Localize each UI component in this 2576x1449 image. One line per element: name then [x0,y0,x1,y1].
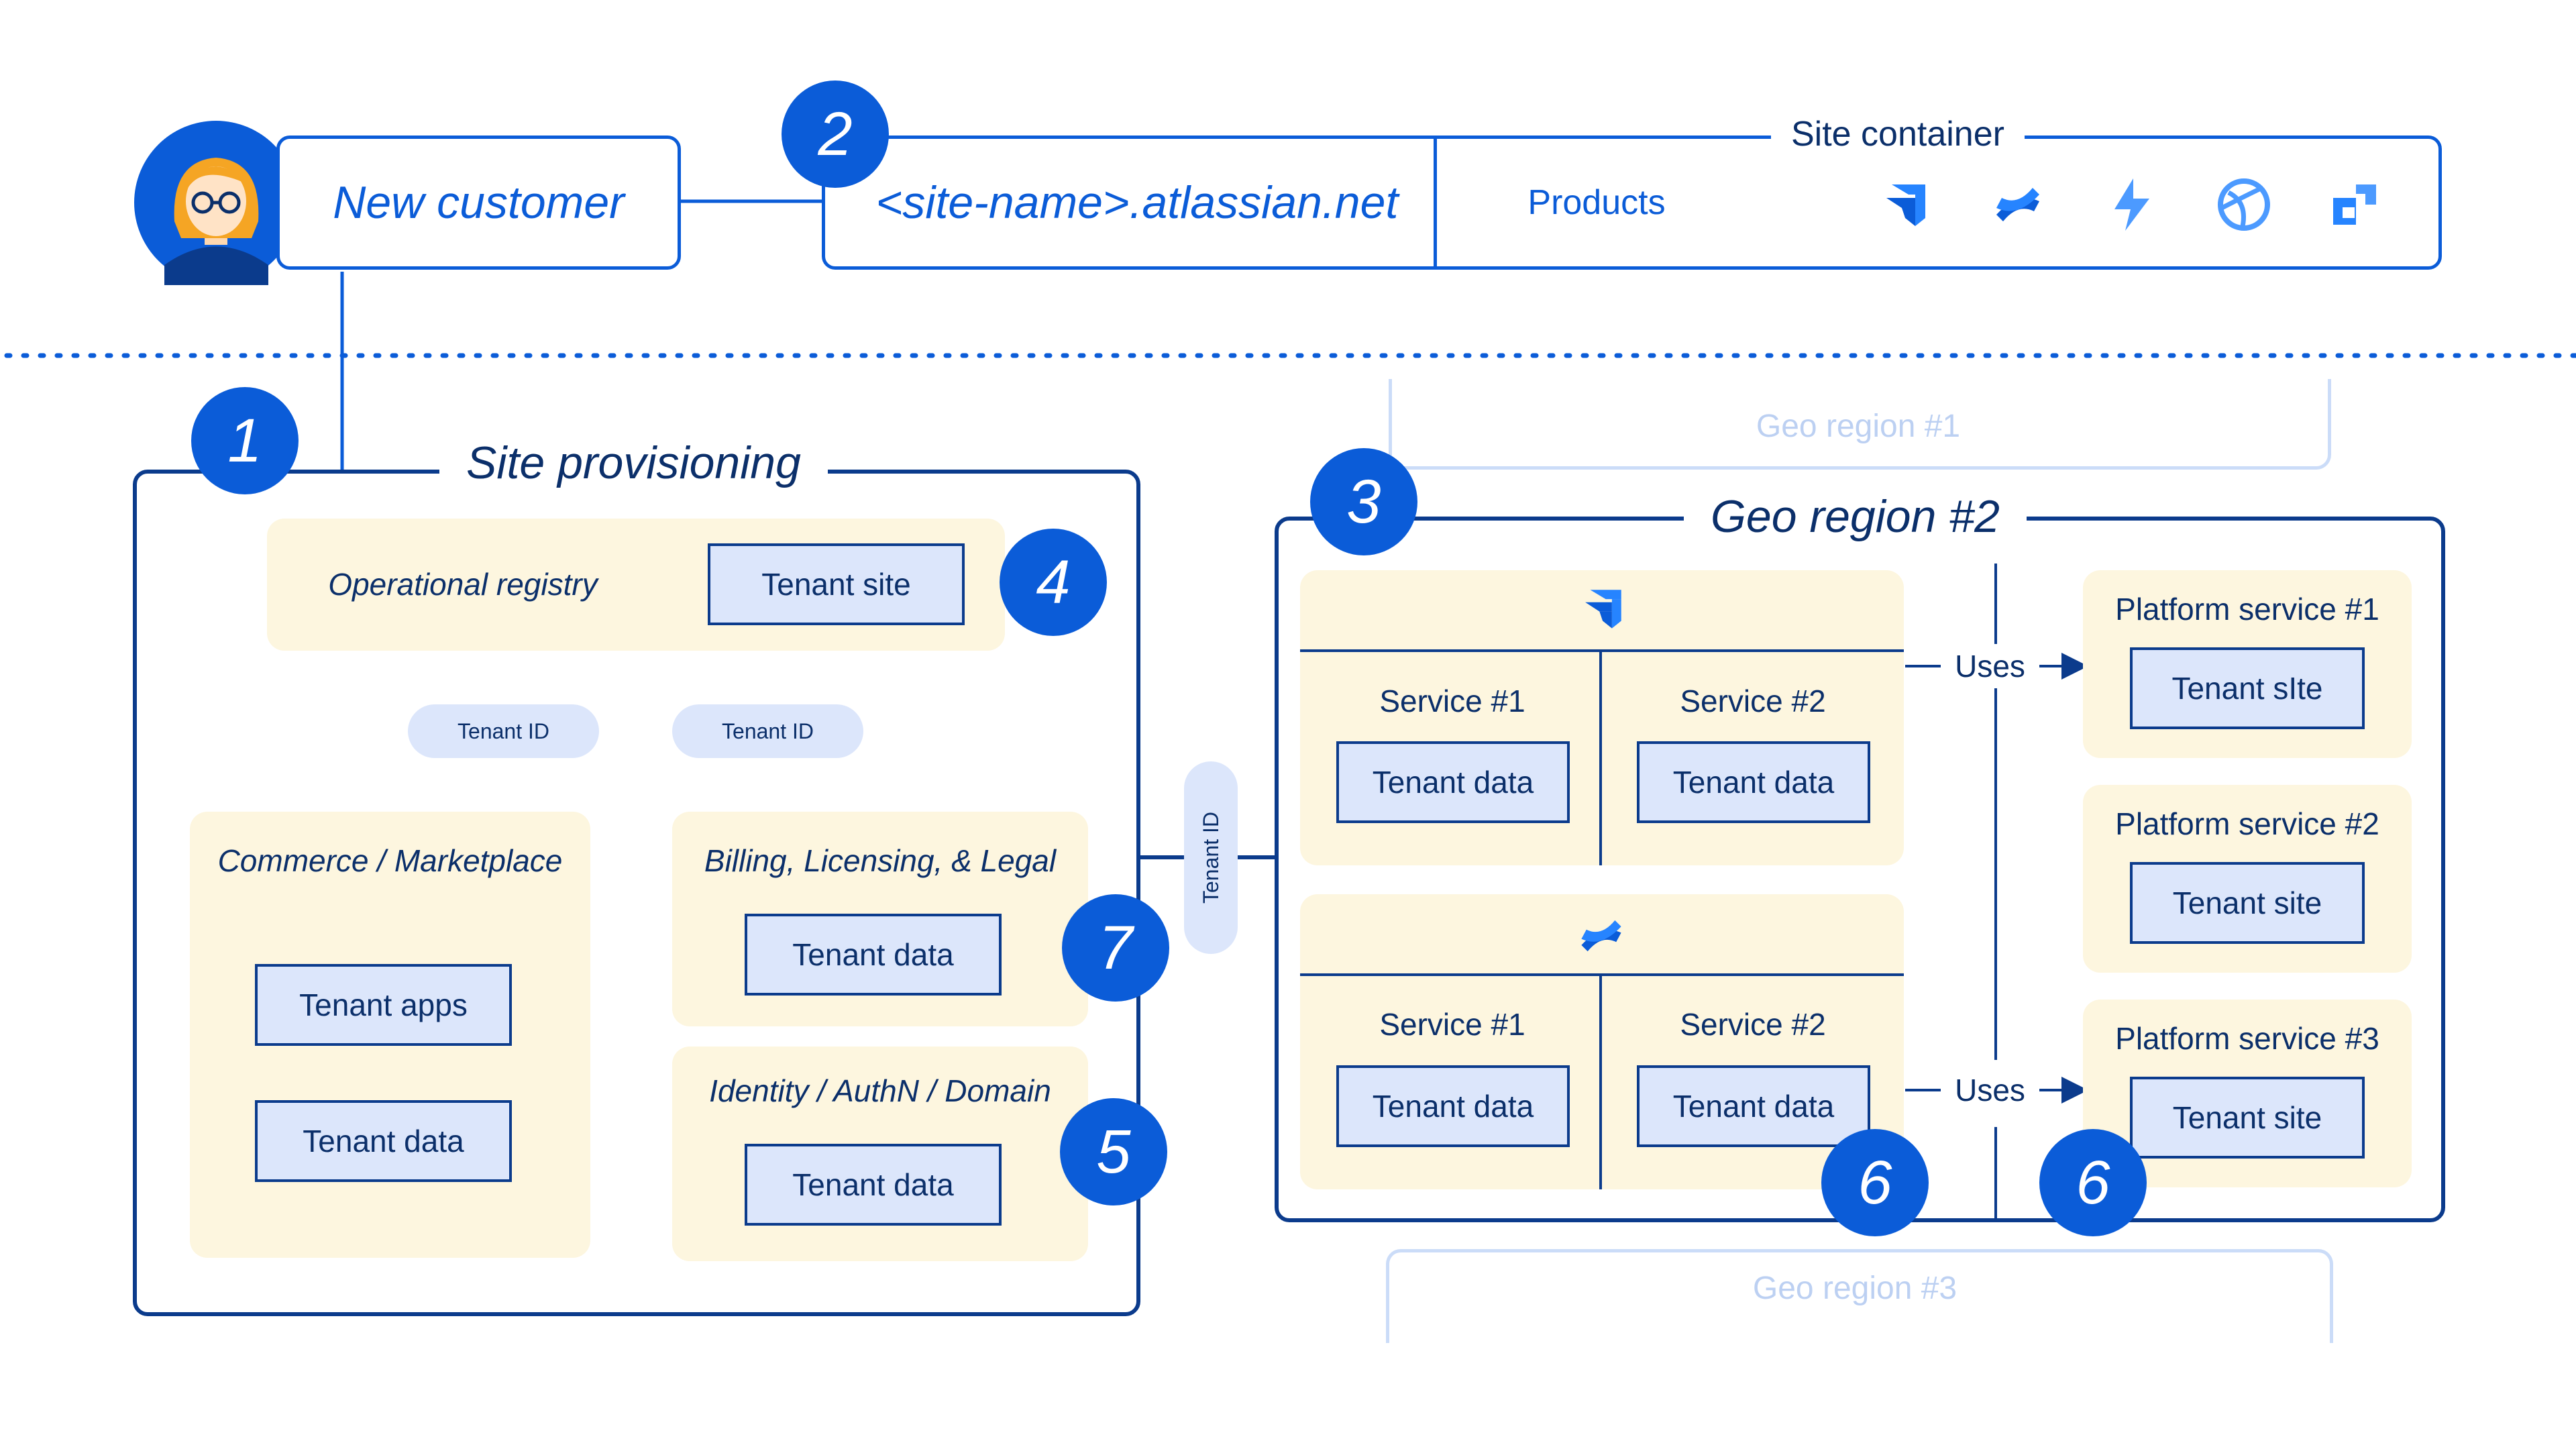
uses-label-2: Uses [1941,1068,2039,1112]
commerce-label: Commerce / Marketplace [217,843,563,878]
tenant-id-pill-left: Tenant ID [408,704,599,758]
globe-icon [2215,176,2273,233]
geo-region-1-label: Geo region #1 [1756,408,1961,444]
step-badge-1: 1 [191,387,299,494]
step-badge-7: 7 [1062,894,1169,1002]
geo-region-1-frame [1389,379,2331,470]
product2-tenant-data-1: Tenant data [1336,1065,1570,1147]
step-badge-3: 3 [1310,448,1417,555]
step-badge-4: 4 [1000,529,1107,636]
product1-service1: Service #1 [1379,684,1525,718]
step-badge-5: 5 [1060,1098,1167,1205]
product2-service1: Service #1 [1379,1007,1525,1042]
step-badge-6-services: 6 [1821,1129,1929,1236]
platform3-tenant-site: Tenant site [2130,1077,2365,1159]
product2-column-divider [1599,975,1602,1189]
platform2-title: Platform service #2 [2115,806,2379,841]
product2-service2: Service #2 [1680,1007,1826,1042]
tenant-id-connector-label: Tenant ID [1198,812,1223,904]
identity-label: Identity / AuthN / Domain [709,1073,1051,1108]
operational-registry-label: Operational registry [328,567,598,602]
customer-avatar [134,121,299,285]
squares-icon [2328,178,2381,231]
product1-tenant-data-1: Tenant data [1336,741,1570,823]
lightning-icon [2105,176,2159,233]
geo-region-3-label: Geo region #3 [1752,1270,1957,1306]
site-container-divider [1434,136,1437,270]
uses-label-1: Uses [1941,644,2039,688]
jira-icon [1578,584,1627,633]
jira-icon [1878,178,1932,231]
site-provisioning-title: Site provisioning [439,436,828,490]
commerce-tenant-data: Tenant data [255,1100,512,1182]
commerce-tenant-apps: Tenant apps [255,964,512,1046]
geo-region-3-frame [1386,1249,2333,1343]
product2-header-divider [1300,973,1904,976]
product1-header-divider [1300,649,1904,652]
billing-tenant-data: Tenant data [745,914,1002,996]
step-badge-2: 2 [782,80,889,188]
platform3-title: Platform service #3 [2115,1021,2379,1056]
step-badge-6-platform: 6 [2039,1129,2147,1236]
product1-service2: Service #2 [1680,684,1826,718]
new-customer-box [276,136,681,270]
identity-tenant-data: Tenant data [745,1144,1002,1226]
confluence-icon [1576,911,1626,961]
geo-region-2-title: Geo region #2 [1684,490,2027,543]
product2-tenant-data-2: Tenant data [1637,1065,1870,1147]
products-label: Products [1527,183,1666,222]
site-container-title: Site container [1771,114,2025,154]
product1-column-divider [1599,651,1602,865]
new-customer-label: New customer [333,177,625,228]
operational-registry-tenant-site: Tenant site [708,543,965,625]
site-container-box [822,136,2442,270]
platform1-tenant-site: Tenant sIte [2130,647,2365,729]
tenant-id-connector-pill: Tenant ID [1184,761,1238,954]
product1-tenant-data-2: Tenant data [1637,741,1870,823]
platform2-tenant-site: Tenant site [2130,862,2365,944]
site-domain: <site-name>.atlassian.net [875,177,1399,228]
tenant-id-pill-right: Tenant ID [672,704,863,758]
confluence-icon [1991,178,2045,231]
billing-label: Billing, Licensing, & Legal [704,843,1057,878]
platform1-title: Platform service #1 [2115,592,2379,627]
